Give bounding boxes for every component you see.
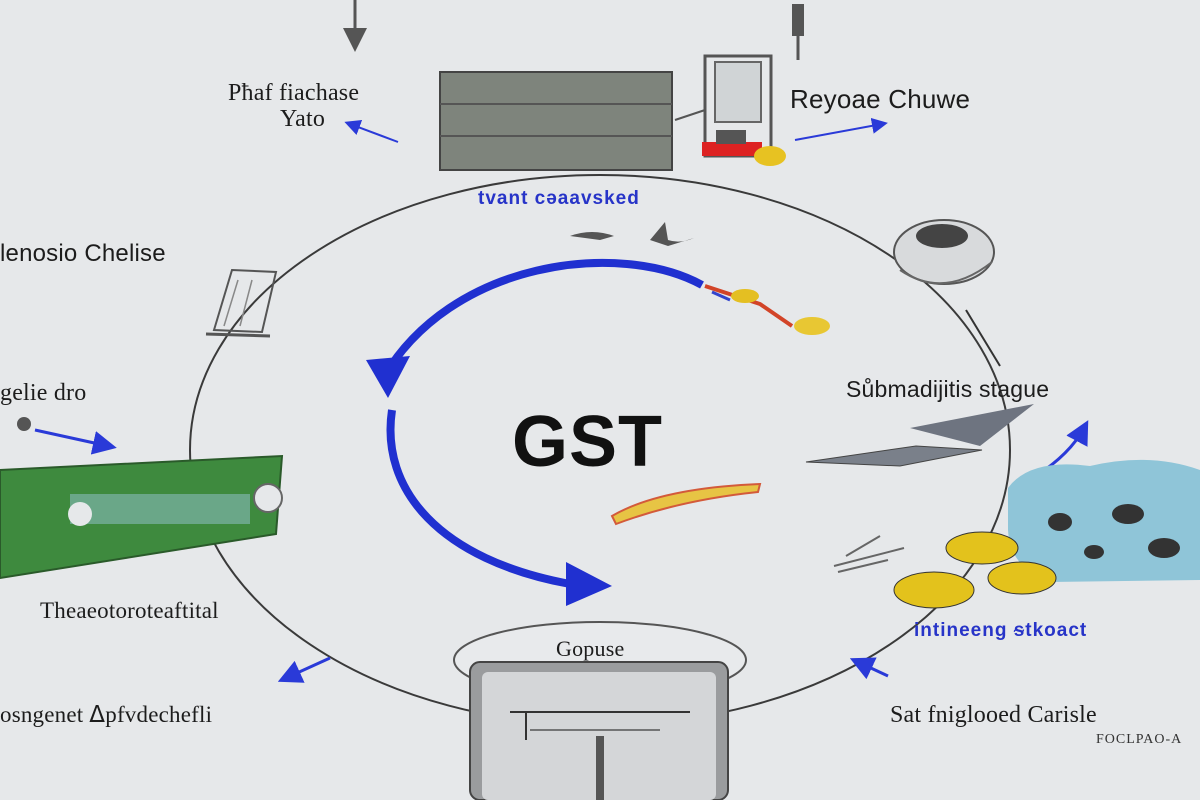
cycle-arrow xyxy=(386,409,571,588)
connector-arrow xyxy=(277,656,331,683)
cycle-arrow xyxy=(378,258,704,382)
drip-icon xyxy=(650,222,694,246)
label-top-right: Reyoae Chuwe xyxy=(790,84,971,114)
connector-line xyxy=(965,309,1001,367)
label-top-left-2: Yato xyxy=(280,106,326,132)
label-left-mid: gelie dro xyxy=(0,380,87,406)
sketch-lines xyxy=(833,535,905,573)
label-right-mid: Sůbmadijitis stague xyxy=(846,376,1050,402)
top-arrow-icon xyxy=(343,0,367,52)
card-icon xyxy=(0,454,284,580)
coins-icon xyxy=(893,531,1057,609)
label-top-left-1: Pħaf fiachase xyxy=(228,80,360,106)
label-bottom-left: osngenet ᐃpfvdechefli xyxy=(0,702,213,727)
cabinet-icon xyxy=(439,71,673,171)
connector-arrow xyxy=(849,657,889,680)
label-bottom-center: Gopuse xyxy=(556,636,625,661)
connector-arrow xyxy=(34,428,117,455)
label-bottom-right: Sat fniglooed Carisle xyxy=(890,702,1097,728)
pencil-stroke xyxy=(610,482,762,526)
center-title: GST xyxy=(512,402,664,482)
label-left-lower: Theaeotoroteaftital xyxy=(40,598,219,623)
glass-icon xyxy=(205,268,278,338)
label-top-center: tvant cəaavsked xyxy=(478,188,640,209)
drip-icon xyxy=(570,232,614,240)
cloud-patch-icon xyxy=(1008,459,1200,582)
brush-icon xyxy=(704,284,830,335)
connector-arrow xyxy=(794,117,888,141)
label-left-upper: lenosio Chelise xyxy=(0,240,166,267)
cycle-arrowhead xyxy=(366,356,410,398)
machine-icon xyxy=(674,54,786,166)
fish-icon xyxy=(805,404,1034,467)
cycle-arrowhead xyxy=(566,562,612,606)
label-right-lower: intineeng ᵴtkoact xyxy=(914,620,1088,641)
bottom-box-icon xyxy=(453,621,747,800)
connector-arrow xyxy=(344,120,399,143)
pin-dot xyxy=(17,417,31,431)
label-bottom-right-small: FOCLPAO-A xyxy=(1096,732,1183,747)
pencil-icon xyxy=(792,4,804,60)
globe-icon xyxy=(893,219,995,285)
